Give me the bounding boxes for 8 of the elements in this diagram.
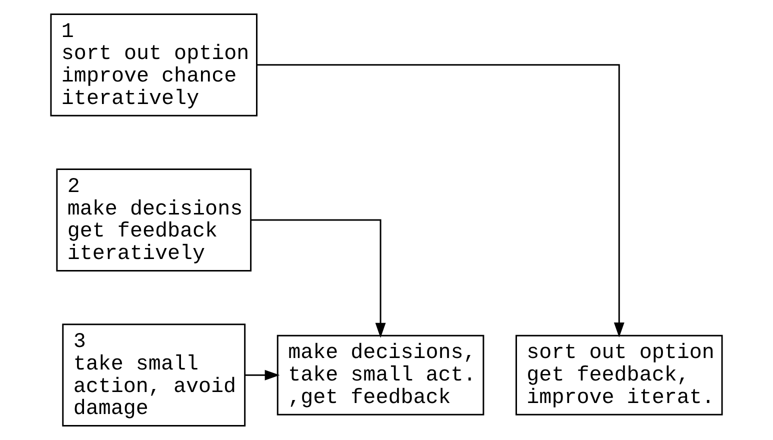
arrow [251,219,386,338]
node-box: 1 sort out option improve chance iteratively [50,13,258,116]
node-box: 2 make decisions get feedback iteratively [56,168,252,272]
arrow [257,64,624,338]
node-box: sort out option get feedback, improve iterat. [516,334,723,416]
arrow [245,370,280,380]
node-box: make decisions, take small act. ,get feedback [276,334,484,416]
node-box: 3 take small action, avoid damage [62,324,246,427]
